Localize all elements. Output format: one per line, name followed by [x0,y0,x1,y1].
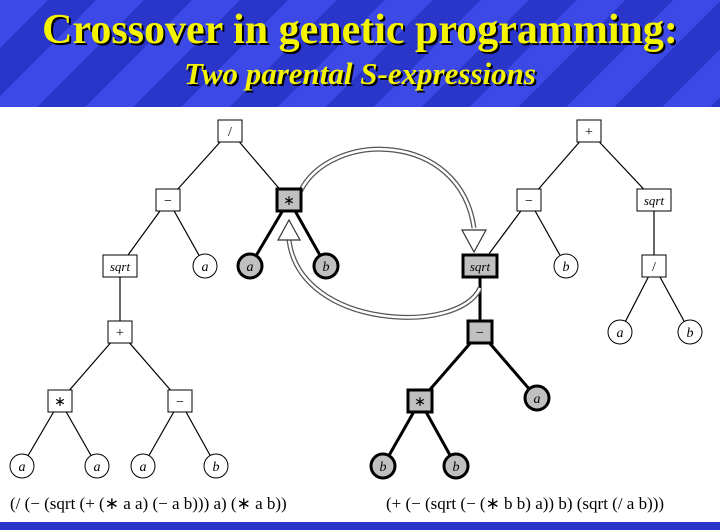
footer-bar [0,522,720,530]
arrowhead-right [460,229,488,254]
left-s-expression: (/ (− (sqrt (+ (∗ a a) (− a b))) a) (∗ a… [10,494,287,513]
left-tree-node-function: sqrt [102,254,138,278]
right-tree-node-label: / [652,260,656,275]
left-tree-node-label: a [19,460,26,475]
right-s-expression: (+ (− (sqrt (− (∗ b b) a)) b) (sqrt (/ a… [386,494,665,513]
right-tree-node-function: ∗ [406,388,434,414]
left-tree-node-label: ∗ [283,194,295,209]
right-tree-node-terminal: a [607,319,633,345]
left-tree-node-label: sqrt [110,259,131,274]
right-tree-node-function: + [576,119,602,143]
crossover-swap-arrows [276,146,488,320]
left-tree-node-label: b [323,260,330,275]
left-tree-node-label: − [164,194,172,209]
right-tree-node-label: b [563,260,570,275]
right-tree-node-label: b [687,326,694,341]
left-tree-node-terminal: b [312,252,340,280]
slide-subtitle: Two parental S-expressions [184,56,536,91]
right-tree-node-label: sqrt [470,259,491,274]
right-tree-node-label: ∗ [414,395,426,410]
left-tree-node-label: + [116,326,124,341]
left-tree-node-terminal: b [203,453,229,479]
tree-nodes: / − ∗ sqrt a a b + ∗ − a a a b + − sqrt sqrt b / − a b ∗ a b b [9,119,703,480]
left-tree-node-label: − [176,395,184,410]
right-tree-node-function: − [466,319,494,345]
right-tree-node-function: / [641,254,667,278]
right-tree-node-label: a [534,392,541,407]
right-tree-node-function: − [516,188,542,212]
left-tree-node-label: a [140,460,147,475]
crossover-diagram: / − ∗ sqrt a a b + ∗ − a a a b + − sqrt sqrt b / − a b ∗ a b b [9,119,703,480]
left-tree-node-terminal: a [192,253,218,279]
left-tree-node-function: − [155,188,181,212]
left-tree-node-label: b [213,460,220,475]
right-tree-node-label: b [380,460,387,475]
left-tree-node-label: a [94,460,101,475]
left-tree-node-label: / [228,125,232,140]
title-banner: Crossover in genetic programming: Two pa… [0,0,720,107]
right-tree-node-label: + [585,125,593,140]
left-tree-node-terminal: a [9,453,35,479]
right-tree-node-label: b [453,460,460,475]
right-tree-node-terminal: b [677,319,703,345]
right-tree-node-label: − [525,194,533,209]
right-tree-node-label: a [617,326,624,341]
left-tree-node-function: / [217,119,243,143]
right-tree-node-function: sqrt [636,188,672,212]
left-tree-node-function: ∗ [275,187,303,213]
swap-arrow-to-right [297,146,477,229]
arrowhead-left [276,218,302,241]
tree-edges [21,130,691,467]
left-tree-node-terminal: a [84,453,110,479]
right-tree-node-label: − [476,326,484,341]
right-tree-node-terminal: b [442,452,470,480]
right-tree-node-terminal: b [369,452,397,480]
right-tree-node-terminal: a [523,384,551,412]
left-tree-node-terminal: a [236,252,264,280]
right-tree-node-label: sqrt [644,193,665,208]
left-tree-node-label: a [202,260,209,275]
left-tree-node-function: ∗ [47,389,73,413]
left-tree-node-label: a [247,260,254,275]
left-tree-node-function: + [107,320,133,344]
slide-title: Crossover in genetic programming: [42,7,678,53]
left-tree-node-function: − [167,389,193,413]
left-tree-node-terminal: a [130,453,156,479]
left-tree-node-label: ∗ [54,395,66,410]
right-tree-node-function: sqrt [461,253,499,279]
right-tree-node-terminal: b [553,253,579,279]
